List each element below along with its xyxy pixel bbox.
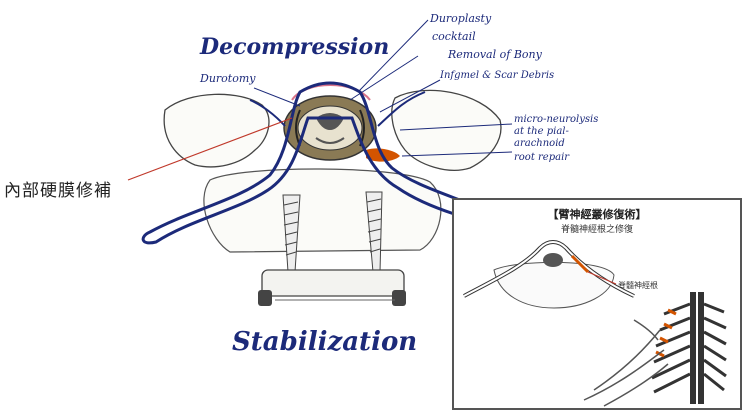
inset-drawing [454,200,740,408]
inset-cord [543,253,563,267]
micro-label-2: at the pial- [514,126,569,137]
inset-panel: 【臂神經叢修復術】 脊髓神經根之修復 脊髓神經根 [452,198,742,410]
micro-label-1: micro-neurolysis [514,114,598,125]
removal-label: Removal of Bony [447,48,543,61]
intradural-repair-label: 內部硬膜修補 [4,176,112,201]
duroplasty-label: Duroplasty [429,12,492,25]
decompression-title: Decompression [199,34,389,60]
debris-label: Infgmel & Scar Debris [439,70,554,81]
durotomy-label: Durotomy [199,72,256,85]
duroplasty-label-2: cocktail [432,30,476,43]
micro-label-4: root repair [514,152,570,163]
vertebral-body [204,169,441,252]
micro-label-3: arachnoid [514,138,565,149]
inset-spine-column [652,292,726,404]
stabilization-title: Stabilization [232,327,417,357]
